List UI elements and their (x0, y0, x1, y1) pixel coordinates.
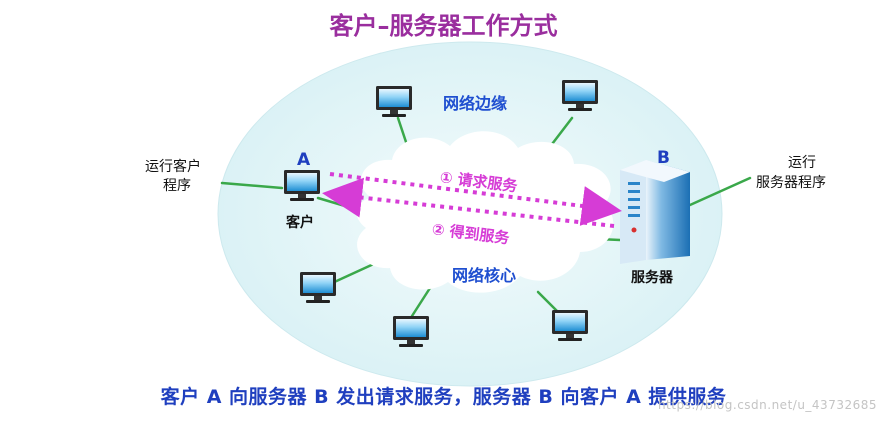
network-core-label: 网络核心 (452, 266, 517, 285)
response-arrow (322, 177, 615, 228)
client-label: 客户 (286, 215, 314, 231)
run-client-label-line1: 运行客户 (145, 159, 201, 175)
run-server-label-line1: 运行 (788, 155, 816, 171)
server-icon (620, 160, 690, 264)
page-title: 客户–服务器工作方式 (329, 12, 558, 40)
run-client-label-line2: 程序 (163, 178, 191, 194)
request-arrow (329, 172, 622, 226)
caption: 客户 A 向服务器 B 发出请求服务，服务器 B 向客户 A 提供服务 (160, 386, 727, 408)
watermark: https://blog.csdn.net/u_43732685 (657, 398, 877, 412)
server-label: 服务器 (631, 270, 673, 286)
network-edge-label: 网络边缘 (443, 94, 508, 113)
run-server-label-line2: 服务器程序 (756, 175, 826, 191)
node-b-label: B (657, 148, 670, 168)
node-a-label: A (297, 150, 311, 170)
